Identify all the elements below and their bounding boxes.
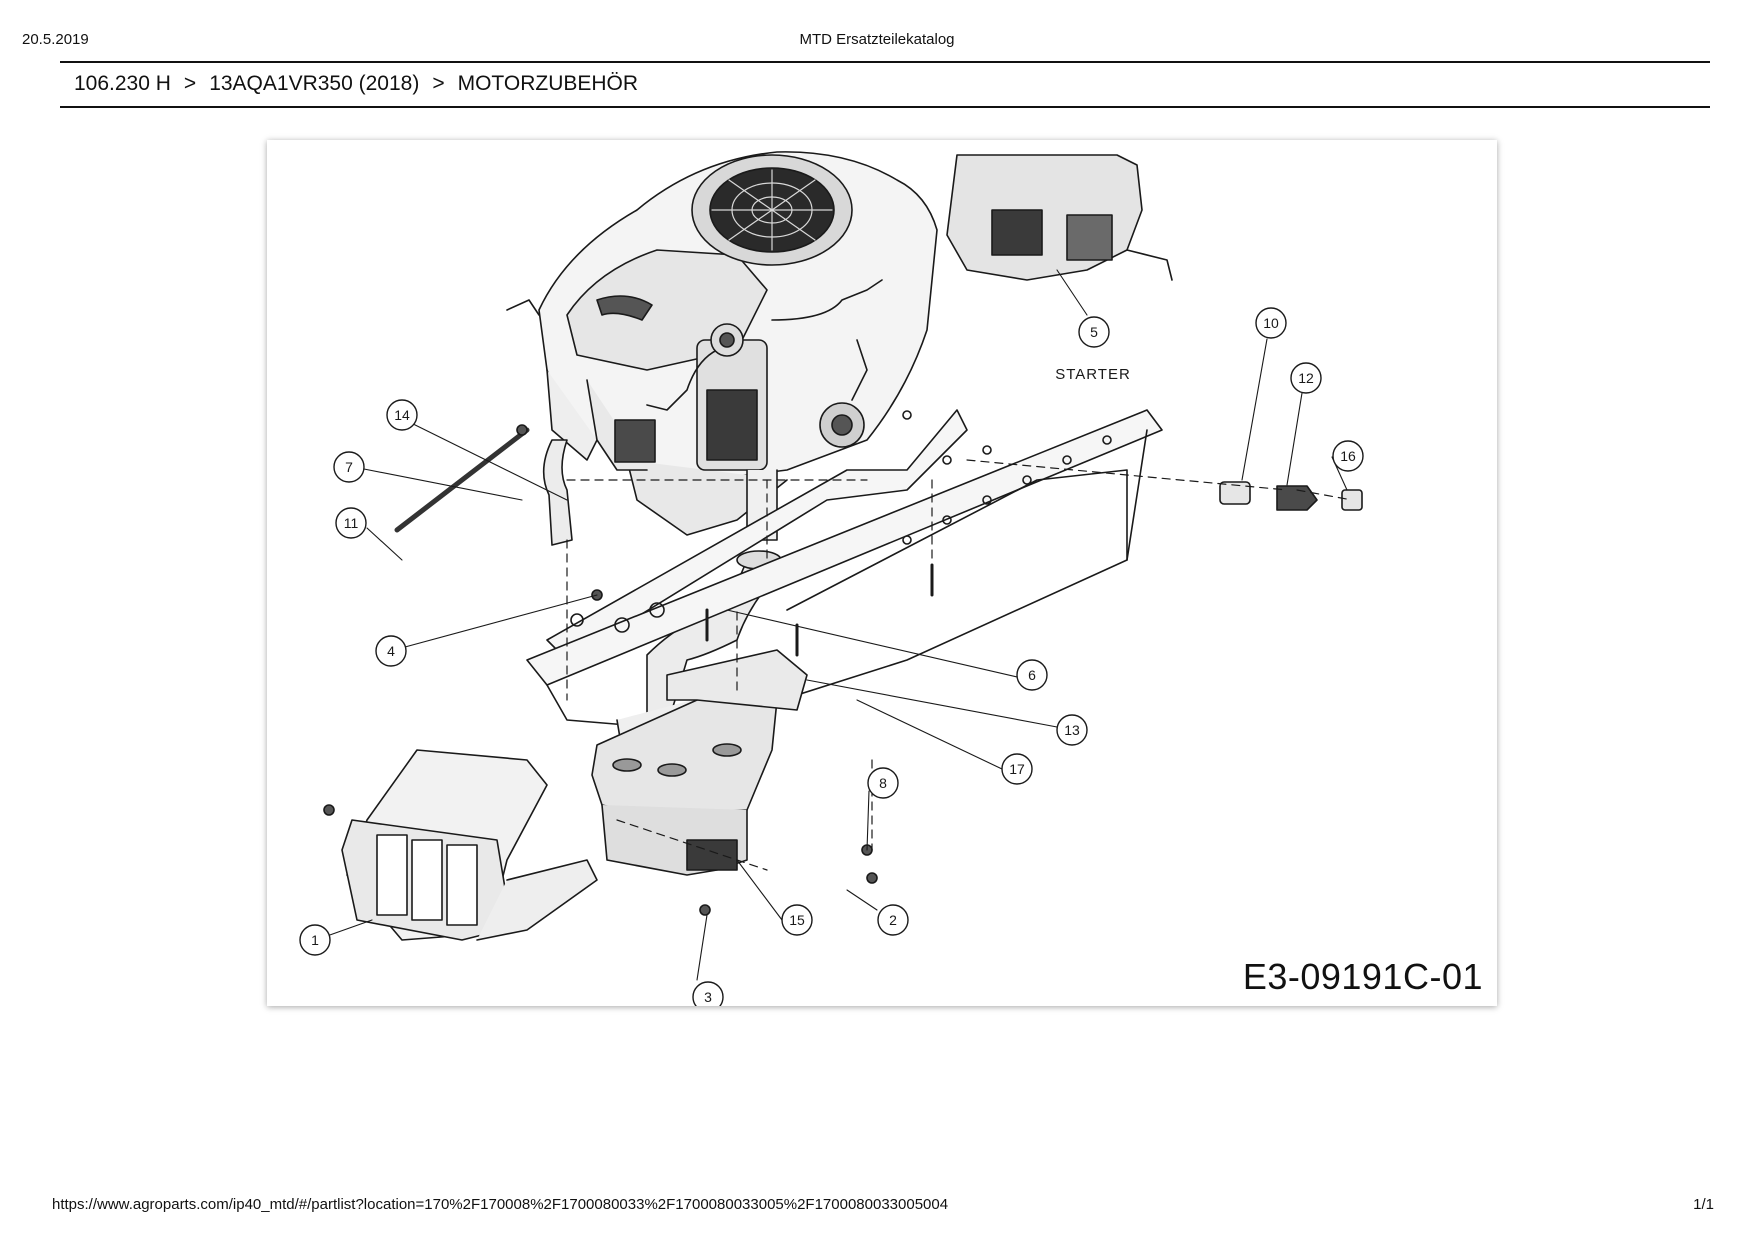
svg-text:14: 14: [394, 407, 410, 423]
svg-text:4: 4: [387, 643, 395, 659]
callout-14[interactable]: 14: [386, 399, 418, 431]
breadcrumb-item-machine[interactable]: 13AQA1VR350 (2018): [209, 72, 419, 96]
parts-diagram[interactable]: 1 2 3 4 5 6 7 8 10 11 12 13 14 15 16 17 …: [267, 140, 1497, 1006]
print-footer: https://www.agroparts.com/ip40_mtd/#/par…: [0, 1196, 1754, 1226]
callout-4[interactable]: 4: [375, 635, 407, 667]
heat-shield-illustration: [341, 749, 598, 941]
breadcrumb-current-group: MOTORZUBEHÖR: [457, 72, 639, 95]
svg-text:2: 2: [889, 912, 897, 928]
starter-label: STARTER: [1055, 366, 1131, 383]
callout-13[interactable]: 13: [1056, 714, 1088, 746]
callout-12[interactable]: 12: [1290, 362, 1322, 394]
callout-8[interactable]: 8: [867, 767, 899, 799]
svg-text:3: 3: [704, 989, 712, 1005]
breadcrumb-separator: >: [183, 72, 197, 95]
breadcrumb-link-machine[interactable]: 13AQA1VR350 (2018): [209, 72, 420, 95]
engine-illustration: [506, 151, 938, 541]
svg-text:6: 6: [1028, 667, 1036, 683]
print-date: 20.5.2019: [22, 31, 89, 48]
svg-text:13: 13: [1064, 722, 1080, 738]
page-number: 1/1: [1693, 1196, 1714, 1213]
callout-1[interactable]: 1: [299, 924, 331, 956]
starter-parts: [1219, 481, 1363, 511]
exploded-view-drawing: 1 2 3 4 5 6 7 8 10 11 12 13 14 15 16 17 …: [299, 151, 1364, 1006]
callout-6[interactable]: 6: [1016, 659, 1048, 691]
svg-text:15: 15: [789, 912, 805, 928]
callout-15[interactable]: 15: [781, 904, 813, 936]
header-rule: [60, 61, 1710, 63]
callout-17[interactable]: 17: [1001, 753, 1033, 785]
exhaust-pipe-left: [542, 439, 573, 546]
breadcrumb-separator: >: [432, 72, 445, 95]
svg-text:17: 17: [1009, 761, 1025, 777]
callout-leaders: [326, 269, 1348, 981]
callout-5[interactable]: 5: [1078, 316, 1110, 348]
breadcrumb-item-model[interactable]: 106.230 H: [74, 72, 171, 96]
svg-text:7: 7: [345, 459, 353, 475]
print-header: 20.5.2019 MTD Ersatzteilekatalog: [0, 0, 1754, 60]
svg-text:12: 12: [1298, 370, 1314, 386]
callout-11[interactable]: 11: [335, 507, 367, 539]
breadcrumb-link-model[interactable]: 106.230 H: [74, 72, 171, 95]
callout-7[interactable]: 7: [333, 451, 365, 483]
starter-inset: [946, 154, 1173, 281]
callout-16[interactable]: 16: [1332, 440, 1364, 472]
muffler-illustration: [591, 649, 808, 876]
breadcrumb: 106.230 H >13AQA1VR350 (2018) > MOTORZUBEHÖ…: [74, 72, 638, 96]
footer-url: https://www.agroparts.com/ip40_mtd/#/par…: [52, 1196, 949, 1213]
callout-3[interactable]: 3: [692, 981, 724, 1006]
callout-2[interactable]: 2: [877, 904, 909, 936]
svg-text:10: 10: [1263, 315, 1279, 331]
breadcrumb-item-group: MOTORZUBEHÖR: [458, 72, 638, 96]
callout-10[interactable]: 10: [1255, 307, 1287, 339]
drawing-id: E3-09191C-01: [1242, 956, 1483, 997]
svg-text:5: 5: [1090, 324, 1098, 340]
svg-text:11: 11: [344, 515, 359, 531]
breadcrumb-rule: [60, 106, 1710, 108]
print-title: MTD Ersatzteilekatalog: [799, 31, 955, 48]
svg-text:8: 8: [879, 775, 887, 791]
svg-text:16: 16: [1340, 448, 1356, 464]
svg-text:1: 1: [311, 932, 319, 948]
